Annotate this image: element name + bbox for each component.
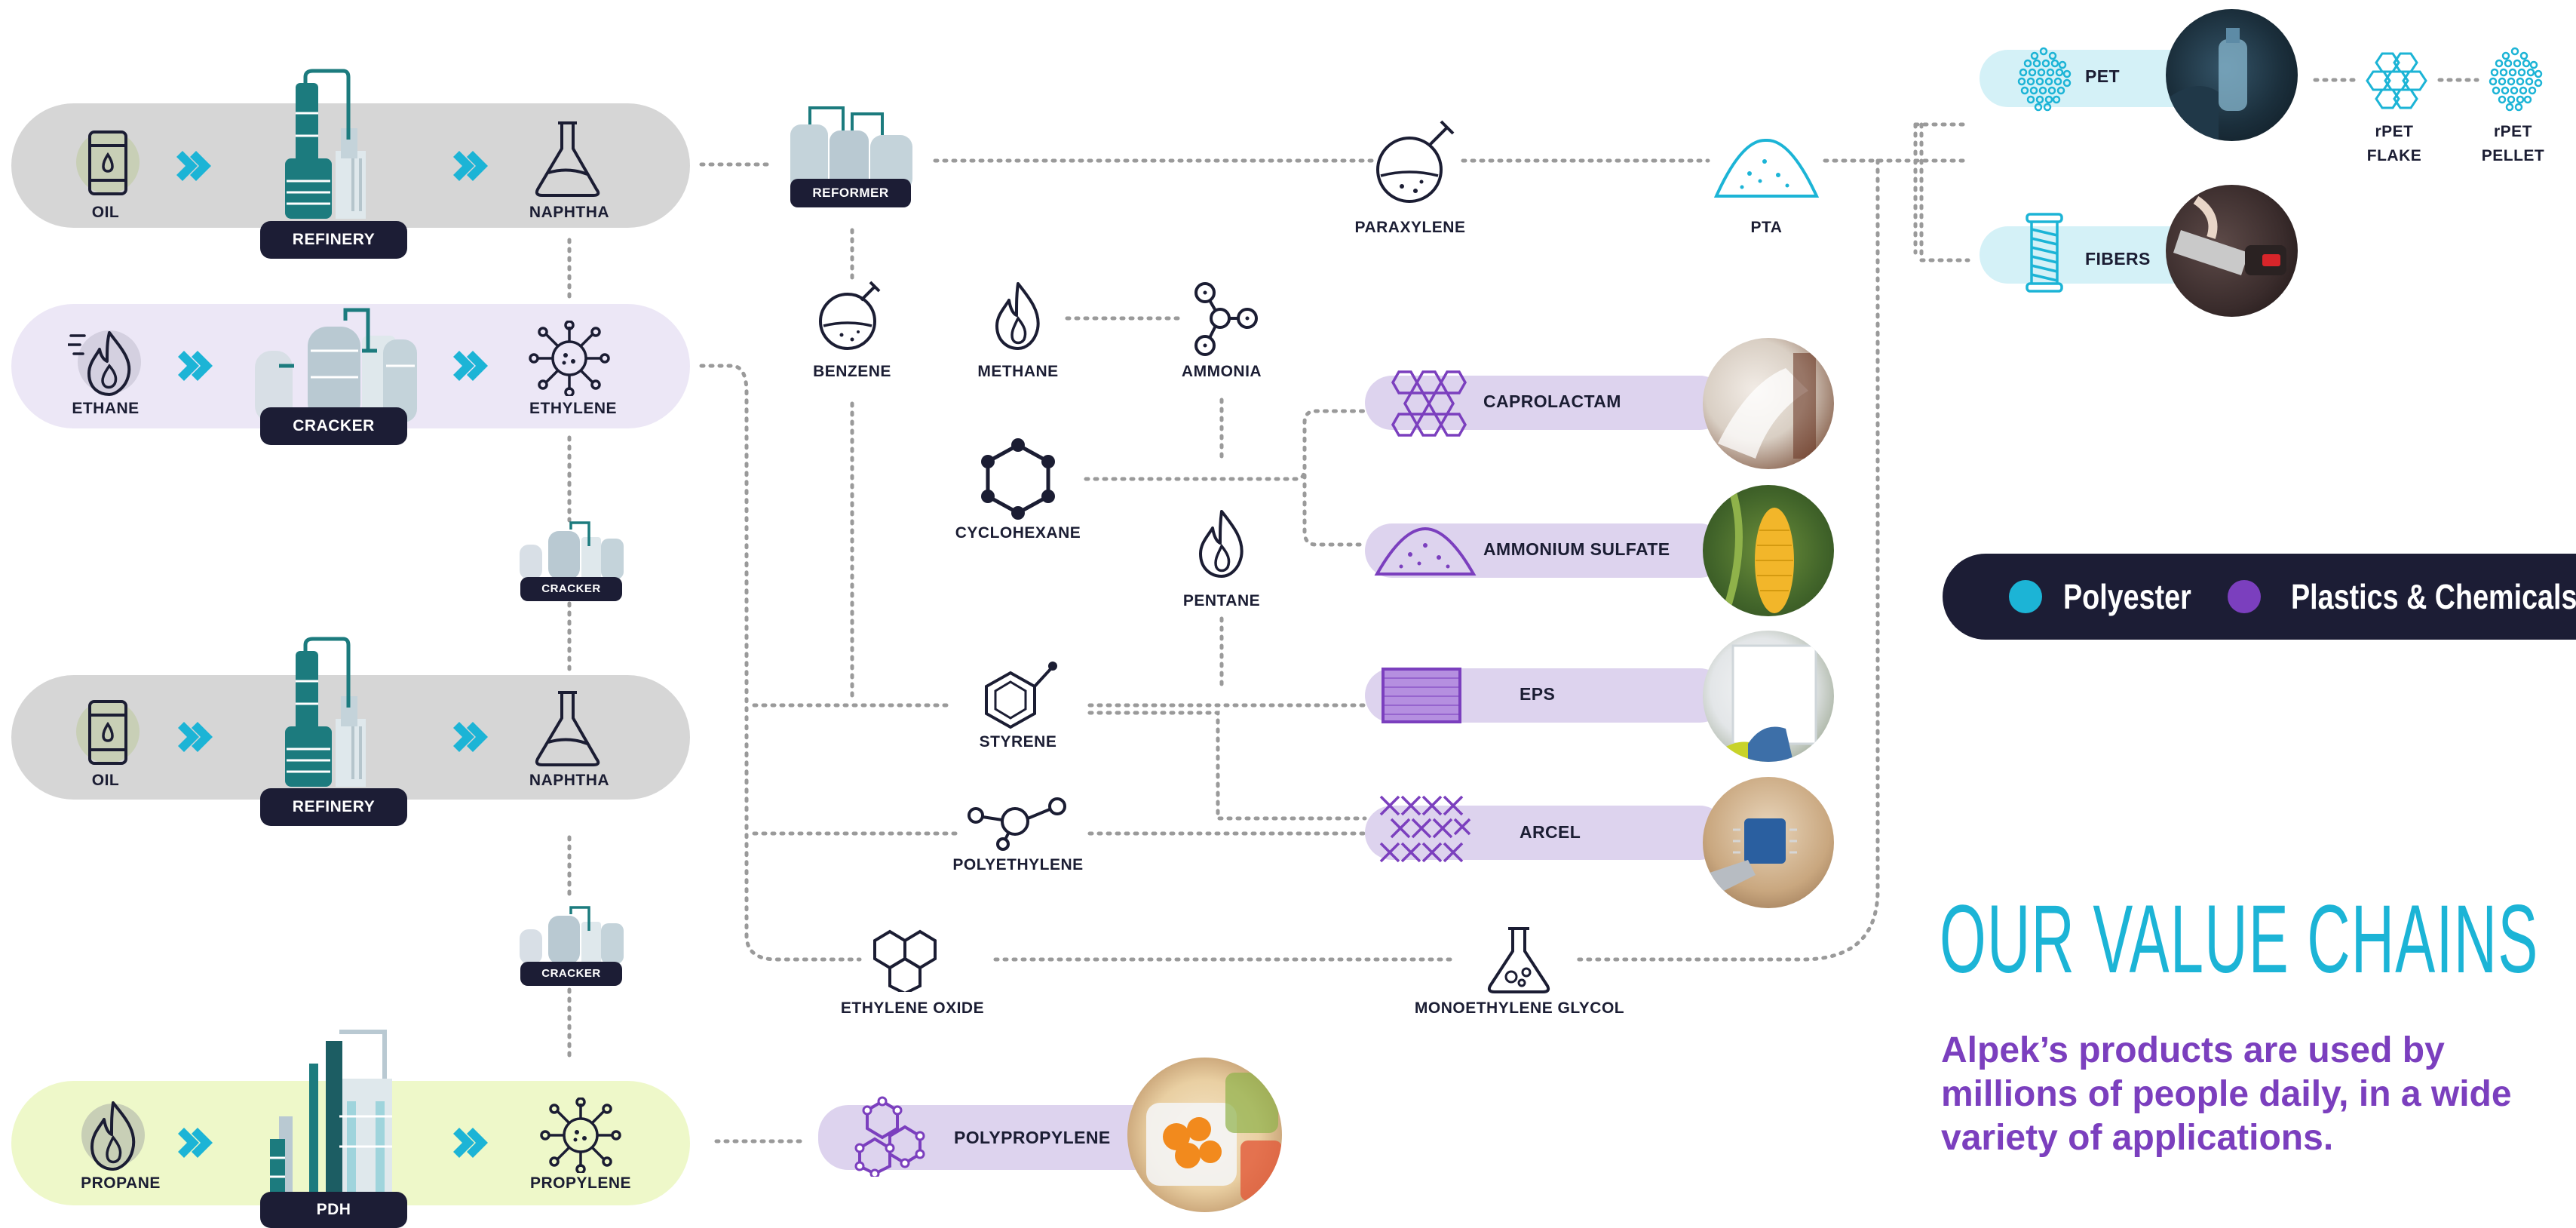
flame-icon [1199, 510, 1244, 578]
polyester-dot-icon [2009, 580, 2042, 613]
plastics-dot-icon [2228, 580, 2261, 613]
chevron-right-icon [453, 351, 488, 381]
powder-pile-icon [1374, 527, 1477, 576]
cracker-icon [255, 308, 417, 422]
oil-barrel-icon [76, 700, 140, 765]
subtitle-line-2: millions of people daily, in a wide [1941, 1074, 2512, 1114]
chevron-right-icon [453, 151, 488, 181]
pentane-label: PENTANE [1182, 592, 1261, 609]
propylene-label: PROPYLENE [529, 1174, 632, 1192]
legend-plastics-label: Plastics & Chemicals [2291, 577, 2576, 616]
benzene-label: BENZENE [813, 363, 891, 380]
arcel-label: ARCEL [1520, 822, 1581, 842]
refinery-tag: REFINERY [260, 221, 407, 259]
ammonium-sulfate-pill [1365, 523, 1727, 578]
polyethylene-label: POLYETHYLENE [952, 856, 1084, 873]
flake-hexagons-icon [2366, 52, 2427, 109]
rpet-flake-label-1: rPET [2375, 123, 2414, 140]
powder-pile-icon [1713, 138, 1820, 198]
pta-label: PTA [1750, 219, 1783, 236]
pdh-plant-icon [270, 1030, 392, 1203]
flask-icon [535, 691, 600, 766]
ethylene-molecule-icon [529, 321, 610, 396]
cyclohexane-label: CYCLOHEXANE [955, 524, 1081, 542]
page-title: OUR VALUE CHAINS [1940, 886, 2539, 993]
ethane-label: ETHANE [72, 400, 140, 417]
refinery-icon [285, 637, 366, 787]
cracker-small-icon [520, 906, 624, 964]
ammonium-sulfate-label: AMMONIUM SULFATE [1483, 539, 1670, 559]
ethylene-oxide-icon [873, 929, 937, 992]
rpet-flake-label-2: FLAKE [2366, 147, 2422, 164]
polymer-chain-icon [854, 1096, 925, 1177]
fibers-photo [2166, 185, 2298, 317]
rpet-pellet-label-2: PELLET [2481, 147, 2545, 164]
mesh-icon [1379, 795, 1471, 863]
eps-photo [1703, 631, 1834, 762]
flask-bubbles-icon [1487, 927, 1550, 993]
chevron-right-icon [176, 151, 211, 181]
chevron-right-icon [453, 722, 488, 752]
pet-photo [2166, 9, 2298, 141]
ammonia-molecule-icon [1194, 282, 1258, 356]
propane-label: PROPANE [81, 1174, 161, 1192]
meg-label: MONOETHYLENE GLYCOL [1414, 999, 1625, 1017]
rpet-pellet-label-1: rPET [2493, 123, 2532, 140]
polypropylene-label: POLYPROPYLENE [954, 1128, 1111, 1147]
cyclohexane-ring-icon [981, 438, 1055, 520]
oil-label: OIL [91, 772, 120, 789]
pellets-icon [2489, 47, 2543, 112]
naphtha-label: NAPHTHA [529, 772, 610, 789]
oil-label: OIL [91, 204, 120, 221]
gas-flame-icon [68, 330, 141, 396]
pet-label: PET [2085, 66, 2120, 86]
chevron-right-icon [178, 722, 213, 752]
refinery-icon [285, 69, 366, 219]
cracker-small-tag: CRACKER [520, 577, 622, 601]
cracker-tag: CRACKER [260, 407, 407, 445]
chevron-right-icon [453, 1128, 488, 1158]
legend: Polyester Plastics & Chemicals [1943, 554, 2576, 640]
pdh-tag: PDH [260, 1192, 407, 1228]
round-flask-icon [819, 281, 881, 350]
caprolactam-pill [1365, 376, 1727, 430]
refinery-tag: REFINERY [260, 788, 407, 826]
spool-icon [2026, 213, 2063, 293]
foam-block-icon [1382, 668, 1461, 723]
cracker-small-icon [520, 521, 624, 579]
ethylene-oxide-label: ETHYLENE OXIDE [840, 999, 985, 1017]
polypropylene-photo [1127, 1058, 1282, 1212]
chevron-right-icon [178, 1128, 213, 1158]
fibers-label: FIBERS [2085, 249, 2151, 269]
legend-polyester-label: Polyester [2063, 577, 2191, 616]
propylene-molecule-icon [540, 1098, 621, 1173]
ammonium-sulfate-photo [1703, 485, 1834, 616]
subtitle-line-3: variety of applications. [1941, 1118, 2334, 1158]
reformer-icon [790, 106, 912, 191]
honeycomb-icon [1391, 370, 1467, 437]
caprolactam-photo [1703, 338, 1834, 469]
polyethylene-molecule-icon [968, 797, 1066, 851]
subtitle-line-1: Alpek’s products are used by [1941, 1030, 2445, 1070]
caprolactam-label: CAPROLACTAM [1483, 391, 1621, 411]
naphtha-label: NAPHTHA [529, 204, 610, 221]
methane-label: METHANE [977, 363, 1059, 380]
cracker-small-tag: CRACKER [520, 962, 622, 986]
flame-icon [995, 282, 1040, 350]
reformer-tag: REFORMER [790, 179, 911, 207]
flask-icon [535, 121, 600, 197]
paraxylene-label: PARAXYLENE [1354, 219, 1466, 236]
eps-label: EPS [1520, 684, 1556, 704]
ethylene-label: ETHYLENE [529, 400, 617, 417]
round-flask-icon [1376, 120, 1455, 203]
pellets-icon [2017, 47, 2072, 112]
styrene-ring-icon [985, 662, 1057, 729]
flame-icon [81, 1101, 145, 1171]
ammonia-label: AMMONIA [1181, 363, 1262, 380]
styrene-label: STYRENE [979, 733, 1057, 751]
arcel-photo [1703, 777, 1834, 908]
oil-barrel-icon [76, 130, 140, 195]
chevron-right-icon [178, 351, 213, 381]
